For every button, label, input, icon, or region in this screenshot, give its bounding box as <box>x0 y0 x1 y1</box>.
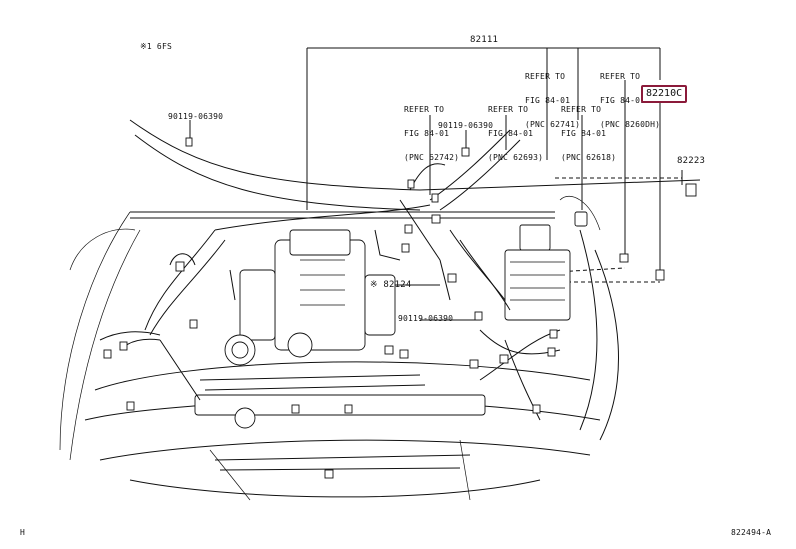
body-outline <box>59 119 701 501</box>
connectors <box>103 137 697 479</box>
bolt-left-label[interactable]: 90119-06390 <box>168 112 224 121</box>
ref-62618[interactable]: REFER TO FIG 84-01 (PNC 62618) <box>561 105 617 162</box>
bolt-mid-label[interactable]: 90119-06390 <box>438 121 494 130</box>
relay-box <box>504 211 588 321</box>
ref-62742[interactable]: REFER TO FIG 84-01 (PNC 62742) <box>404 105 460 162</box>
ref-62693[interactable]: REFER TO FIG 84-01 (PNC 62693) <box>488 105 544 162</box>
part-82223-label[interactable]: 82223 <box>677 156 706 166</box>
ref-8260DH[interactable]: REFER TO FIG 84-01 (PNC 8260DH) <box>600 72 661 129</box>
corner-left-label: H <box>20 528 26 537</box>
diagram-id-label: 822494-A <box>731 528 772 537</box>
engine-block <box>194 229 486 429</box>
part-82210c-highlight[interactable]: 82210C <box>641 85 688 103</box>
part-82124-label[interactable]: ※ 82124 <box>370 280 412 290</box>
part-82111-label[interactable]: 82111 <box>470 35 499 45</box>
ref-62741[interactable]: REFER TO FIG 84-01 (PNC 62741) <box>525 72 581 129</box>
bolt-lower-label[interactable]: 90119-06390 <box>398 314 454 323</box>
note-label: ※1 6FS <box>140 42 172 51</box>
leader-lines <box>189 47 683 321</box>
